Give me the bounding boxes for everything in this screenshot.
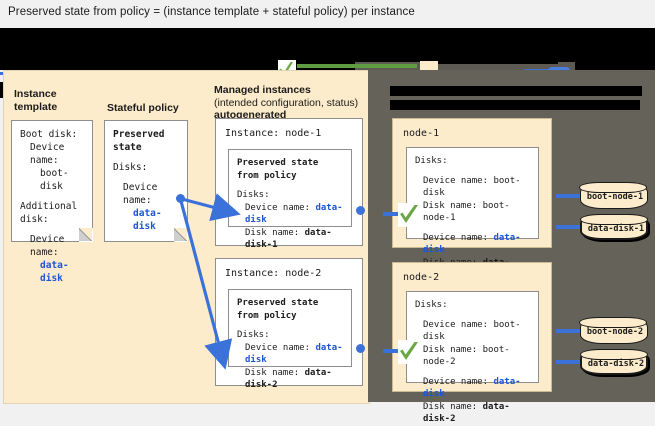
- policy-disks-label: Disks:: [113, 162, 148, 173]
- instance-template-note: Boot disk: Device name: boot-disk Additi…: [11, 120, 93, 284]
- page-fold-icon: [79, 228, 93, 242]
- disk-label: data-disk-1: [587, 224, 645, 234]
- boot-disk-name-label: Disk name:: [423, 344, 478, 355]
- cylinder-cap: [580, 214, 649, 226]
- instance-title: Instance: node-1: [225, 128, 322, 139]
- boot-disk-label: Boot disk:: [20, 129, 78, 140]
- preserved-state-inner-box: Preserved state from policy Disks: Devic…: [228, 149, 352, 250]
- instance-template-heading-line1: Instance: [14, 88, 57, 100]
- disk-cylinder-boot-node-1: boot-node-1: [579, 182, 648, 209]
- managed-instances-heading-line2: (intended configuration, status): [214, 96, 359, 109]
- additional-device-name-value: data-disk: [40, 260, 69, 284]
- cylinder-cap: [579, 182, 648, 194]
- disks-label: Disks:: [415, 300, 448, 310]
- preserved-state-heading-line2: from policy: [237, 170, 297, 181]
- disk-cylinder-data-disk-2: data-disk-2: [580, 349, 649, 375]
- additional-disk-label-line1: Additional: [20, 201, 78, 212]
- check-icon: [398, 203, 420, 227]
- device-name-label: Device name:: [245, 202, 311, 213]
- boot-disk-name-value: boot-node-2: [423, 344, 510, 368]
- check-icon: [398, 340, 420, 364]
- cylinder-cap: [579, 317, 648, 329]
- preserved-state-line1: Preserved: [113, 129, 165, 140]
- node-box-node-2: node-2 Disks: Device name: boot-disk Dis…: [392, 262, 552, 424]
- band-gray-block-1: [355, 62, 575, 71]
- preserved-state-heading-line1: Preserved state: [237, 298, 319, 308]
- device-name-value: data-disk: [245, 342, 343, 366]
- redacted-header-band: [0, 28, 655, 98]
- disk-cylinder-boot-node-2: boot-node-2: [579, 317, 648, 344]
- connector-node1-data-disk: [556, 225, 580, 229]
- additional-disk-label-line2: disk:: [20, 214, 49, 225]
- connector-origin-dot-node-1: [356, 206, 365, 215]
- diagram-canvas: Preserved state from policy = (instance …: [0, 6, 655, 424]
- device-name-label: Device name:: [245, 342, 311, 353]
- boot-device-name-value: boot-disk: [423, 175, 521, 199]
- disk-name-value: data-disk-2: [245, 367, 332, 391]
- connector-origin-dot-node-2: [356, 344, 365, 353]
- node-box-node-1: node-1 Disks: Device name: boot-disk Dis…: [392, 118, 552, 280]
- connector-node1-boot-disk: [556, 194, 580, 198]
- stateful-policy-heading-label: Stateful policy: [107, 102, 179, 114]
- page-fold-icon: [174, 228, 188, 242]
- instance-title: Instance: node-2: [225, 268, 322, 279]
- data-device-name-value: data-disk: [423, 232, 521, 256]
- node-disks-box: Disks: Device name: boot-disk Disk name:…: [406, 291, 539, 424]
- page-title: Preserved state from policy = (instance …: [8, 6, 415, 18]
- connector-origin-dot-policy: [176, 194, 185, 203]
- boot-device-name-label: Device name:: [423, 175, 489, 186]
- instance-template-heading: Instance template: [14, 88, 57, 113]
- connector-node2-boot-disk: [556, 329, 580, 333]
- preserved-state-line2: state: [113, 142, 142, 153]
- disk-name-value: data-disk-1: [245, 227, 332, 251]
- preserved-state-inner-box: Preserved state from policy Disks: Devic…: [228, 289, 352, 390]
- band-redaction-left: [0, 56, 278, 70]
- right-panel-heading-redaction-1: [390, 86, 642, 96]
- disk-label: data-disk-2: [587, 359, 645, 369]
- connector-node2-data-disk: [556, 360, 580, 364]
- node-title: node-2: [403, 272, 440, 283]
- data-device-name-label: Device name:: [423, 376, 489, 387]
- data-device-name-value: data-disk: [423, 376, 521, 400]
- boot-disk-name-label: Disk name:: [423, 200, 478, 211]
- boot-disk-name-value: boot-node-1: [423, 200, 510, 224]
- boot-device-name-label: Device name:: [423, 319, 489, 330]
- data-device-name-label: Device name:: [423, 232, 489, 243]
- preserved-state-heading-line1: Preserved state: [237, 158, 319, 168]
- right-panel-heading-redaction-2: [390, 100, 640, 110]
- instance-box-node-2: Instance: node-2 Preserved state from po…: [215, 258, 363, 390]
- instance-box-node-1: Instance: node-1 Preserved state from po…: [215, 118, 363, 250]
- policy-device-name-label: Device name:: [123, 182, 158, 206]
- band-green-bar-1: [297, 64, 417, 68]
- disks-label: Disks:: [237, 190, 270, 200]
- band-redaction-top-right: [438, 57, 558, 64]
- stateful-policy-note: Preserved state Disks: Device name: data…: [104, 120, 188, 242]
- node-disks-box: Disks: Device name: boot-disk Disk name:…: [406, 147, 539, 280]
- stateful-policy-heading: Stateful policy: [107, 102, 179, 115]
- disks-label: Disks:: [237, 330, 270, 340]
- managed-instances-heading: Managed instances (intended configuratio…: [214, 84, 358, 122]
- disk-name-label: Disk name:: [245, 227, 300, 238]
- boot-device-name-value: boot-disk: [40, 168, 69, 192]
- connector-instance-to-node-1: [383, 212, 405, 216]
- cylinder-cap: [580, 349, 649, 361]
- boot-device-name-label: Device name:: [30, 142, 65, 166]
- device-name-value: data-disk: [245, 202, 343, 226]
- node-title: node-1: [403, 128, 440, 139]
- disk-cylinder-data-disk-1: data-disk-1: [580, 214, 649, 240]
- disk-label: boot-node-2: [586, 327, 644, 337]
- additional-device-name-label: Device name:: [30, 234, 65, 258]
- preserved-state-heading-line2: from policy: [237, 310, 297, 321]
- disks-label: Disks:: [415, 156, 448, 166]
- instance-template-heading-line2: template: [14, 100, 58, 113]
- managed-instances-heading-line1: Managed instances: [214, 84, 311, 96]
- disk-name-label: Disk name:: [245, 367, 300, 378]
- disk-label: boot-node-1: [586, 192, 644, 202]
- policy-device-name-value: data-disk: [133, 208, 162, 232]
- connector-instance-to-node-2: [383, 349, 405, 353]
- boot-device-name-value: boot-disk: [423, 319, 521, 343]
